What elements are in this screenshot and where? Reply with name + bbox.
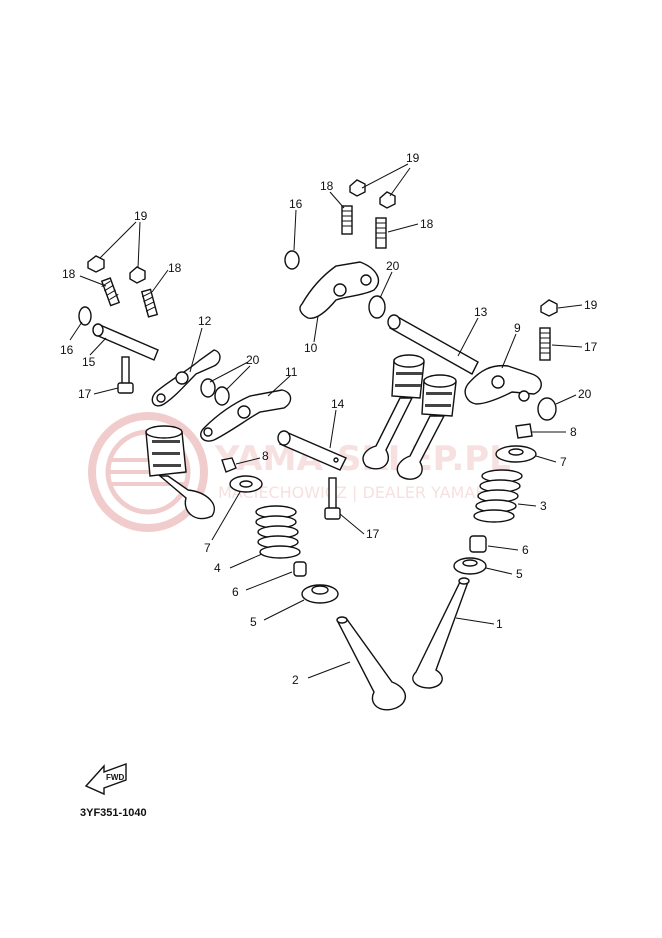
callout: 8 bbox=[262, 449, 269, 463]
callout: 19 bbox=[584, 298, 598, 312]
callout: 7 bbox=[204, 541, 211, 555]
rocker-shaft-13 bbox=[387, 314, 479, 375]
callout: 4 bbox=[214, 561, 221, 575]
spring-3 bbox=[473, 469, 523, 523]
callout: 7 bbox=[560, 455, 567, 469]
callout: 18 bbox=[168, 261, 182, 275]
callout: 19 bbox=[406, 151, 420, 165]
callout: 19 bbox=[134, 209, 148, 223]
bolt-17-b bbox=[324, 477, 341, 520]
right-valve-lifters bbox=[362, 354, 457, 480]
watermark: YAMA-SKLEP.PL MACIECHOWICZ | DEALER YAMA… bbox=[88, 412, 511, 532]
valve-1 bbox=[412, 577, 470, 689]
callout: 6 bbox=[522, 543, 529, 557]
callout: 17 bbox=[366, 527, 380, 541]
seat-5-b bbox=[453, 557, 487, 575]
nut-19-b bbox=[129, 266, 146, 284]
o-ring-16-b bbox=[284, 250, 300, 270]
adjuster-18-c bbox=[341, 205, 353, 235]
callout: 17 bbox=[78, 387, 92, 401]
callout: 17 bbox=[584, 340, 598, 354]
callout: 5 bbox=[516, 567, 523, 581]
fwd-arrow-icon: FWD bbox=[84, 763, 127, 796]
callout-labels: 19 18 18 16 15 17 12 20 19 18 18 16 20 1… bbox=[60, 151, 598, 687]
callout: 6 bbox=[232, 585, 239, 599]
rocker-shaft-14 bbox=[277, 430, 347, 471]
callout: 16 bbox=[289, 197, 303, 211]
retainer-7-a bbox=[229, 475, 263, 493]
washer-20-d bbox=[537, 397, 557, 421]
callout: 15 bbox=[82, 355, 96, 369]
left-rocker-assembly bbox=[78, 255, 230, 407]
adjuster-18-d bbox=[375, 217, 387, 249]
bolt-17-a bbox=[117, 356, 134, 394]
spring-4 bbox=[255, 505, 301, 559]
washer-20-b bbox=[214, 386, 230, 406]
callout: 18 bbox=[420, 217, 434, 231]
callout: 18 bbox=[62, 267, 76, 281]
seal-6-b bbox=[469, 535, 487, 553]
cotter-8-a bbox=[221, 457, 237, 473]
callout: 1 bbox=[496, 617, 503, 631]
callout: 10 bbox=[304, 341, 318, 355]
right-rocker-assembly bbox=[387, 299, 558, 421]
watermark-tagline: MACIECHOWICZ | DEALER YAMAHA bbox=[218, 483, 498, 502]
rocker-arm-10 bbox=[299, 261, 379, 319]
callout: 20 bbox=[386, 259, 400, 273]
callout: 13 bbox=[474, 305, 488, 319]
callout: 2 bbox=[292, 673, 299, 687]
callout: 14 bbox=[331, 397, 345, 411]
adjuster-18-b bbox=[140, 288, 159, 318]
callout: 3 bbox=[540, 499, 547, 513]
callout: 8 bbox=[570, 425, 577, 439]
callout: 20 bbox=[246, 353, 260, 367]
diagram-code: 3YF351-1040 bbox=[80, 807, 147, 819]
nut-19-c bbox=[349, 179, 366, 197]
callout: 11 bbox=[285, 365, 298, 379]
washer-20-a bbox=[200, 378, 216, 398]
o-ring-16-a bbox=[78, 306, 92, 326]
rocker-arm-12 bbox=[151, 349, 221, 407]
callout: 20 bbox=[578, 387, 592, 401]
seal-6-a bbox=[293, 561, 307, 577]
callout: 16 bbox=[60, 343, 74, 357]
washer-20-c bbox=[368, 295, 386, 319]
adjuster-18-a bbox=[100, 277, 121, 307]
rocker-arm-11 bbox=[200, 389, 292, 442]
callout: 12 bbox=[198, 314, 212, 328]
rocker-arm-9 bbox=[464, 364, 542, 405]
callout: 5 bbox=[250, 615, 257, 629]
valve-2 bbox=[336, 616, 406, 711]
middle-rocker-assembly bbox=[284, 179, 396, 319]
adjuster-18-e bbox=[539, 327, 551, 361]
left-valve-lifter bbox=[145, 425, 215, 520]
nut-19-d bbox=[379, 191, 396, 209]
rocker-shaft-15 bbox=[92, 323, 159, 361]
nut-19-e bbox=[540, 299, 558, 317]
leader-lines bbox=[69, 163, 583, 679]
retainer-7-b bbox=[495, 445, 537, 463]
callout: 18 bbox=[320, 179, 334, 193]
fwd-label: FWD bbox=[106, 773, 124, 782]
callout: 9 bbox=[514, 321, 521, 335]
cotter-8-b bbox=[515, 423, 533, 439]
nut-19-a bbox=[87, 255, 105, 273]
seat-5-a bbox=[301, 584, 339, 604]
